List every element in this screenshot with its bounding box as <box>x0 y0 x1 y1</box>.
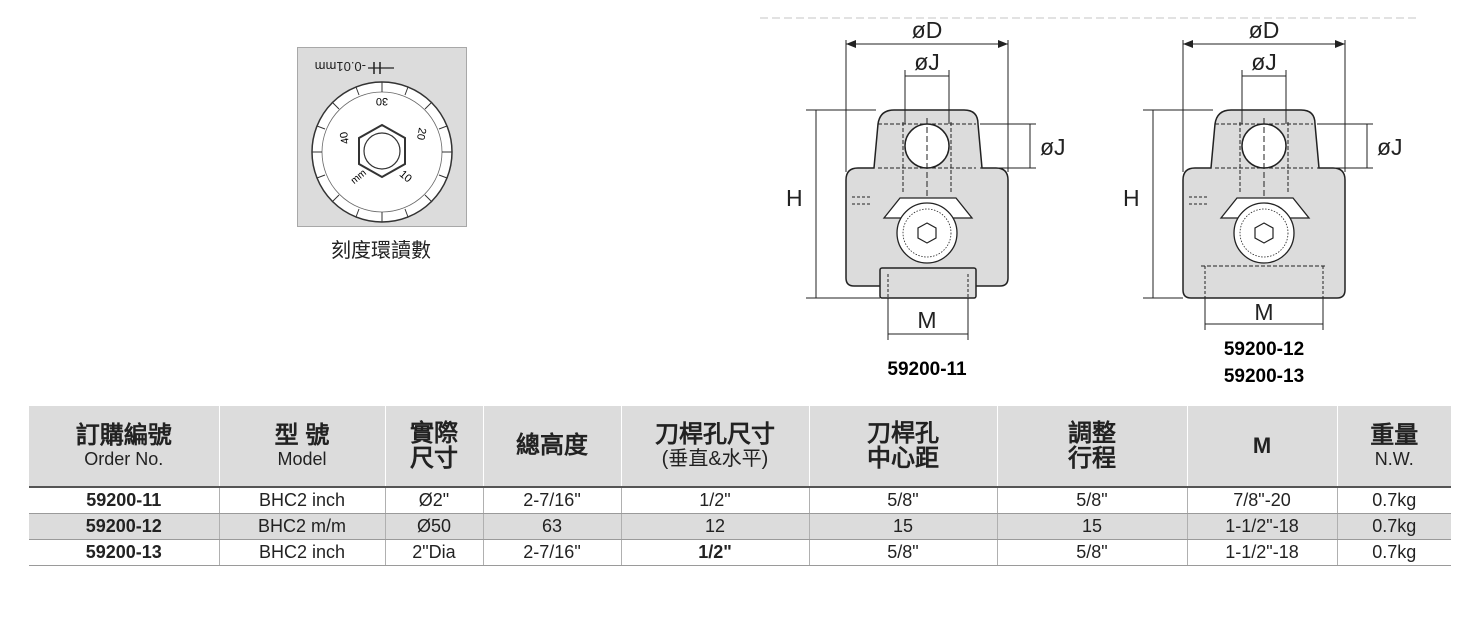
svg-text:øJ: øJ <box>914 49 940 75</box>
svg-text:30: 30 <box>376 95 388 107</box>
dial-illustration: -0.01mm 30 20 10 40 mm <box>297 47 467 227</box>
svg-text:H: H <box>786 185 803 211</box>
drawing-59200-11: øD øJ øJ H M 59200-11 <box>786 17 1066 380</box>
table-row: 59200-11 BHC2 inch Ø2" 2-7/16" 1/2" 5/8"… <box>29 486 1451 514</box>
model-label-59200-13: 59200-13 <box>1224 366 1304 387</box>
svg-text:H: H <box>1123 185 1140 211</box>
svg-text:øD: øD <box>912 17 943 43</box>
svg-text:øD: øD <box>1249 17 1280 43</box>
table-row: 59200-13 BHC2 inch 2"Dia 2-7/16" 1/2" 5/… <box>29 539 1451 566</box>
header-m: M <box>1186 406 1337 487</box>
dial-scale-icon: -0.01mm 30 20 10 40 mm <box>311 59 453 223</box>
model-label-59200-11: 59200-11 <box>887 359 967 380</box>
technical-drawings: øD øJ øJ H M 59200-11 <box>760 17 1420 387</box>
svg-text:øJ: øJ <box>1377 134 1403 160</box>
svg-text:øJ: øJ <box>1040 134 1066 160</box>
drawing-59200-12-13: øD øJ øJ H M 59200-12 59200-13 <box>1123 17 1403 387</box>
svg-text:øJ: øJ <box>1251 49 1277 75</box>
header-actual-size: 實際尺寸 <box>384 406 483 487</box>
header-adjust-stroke: 調整行程 <box>996 406 1187 487</box>
header-bar-hole-size: 刀桿孔尺寸(垂直&水平) <box>620 406 809 487</box>
dial-caption: 刻度環讀數 <box>331 240 431 262</box>
svg-text:M: M <box>1254 299 1273 325</box>
model-label-59200-12: 59200-12 <box>1224 339 1304 360</box>
svg-text:20: 20 <box>414 127 428 141</box>
header-bar-hole-center: 刀桿孔中心距 <box>808 406 997 487</box>
svg-text:M: M <box>917 307 936 333</box>
header-total-height: 總高度 <box>482 406 621 487</box>
table-row: 59200-12 BHC2 m/m Ø50 63 12 15 15 1-1/2"… <box>29 513 1451 540</box>
dial-scale-note: -0.01mm <box>315 59 366 74</box>
svg-text:40: 40 <box>338 131 352 145</box>
